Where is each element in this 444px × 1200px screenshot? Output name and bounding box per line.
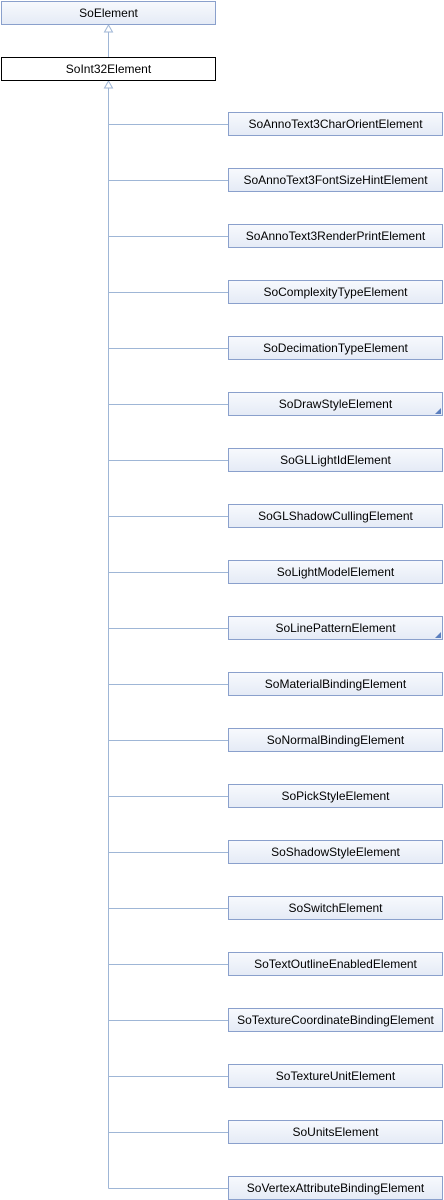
node-label: SoTextureUnitElement: [275, 1069, 396, 1083]
node-label: SoAnnoText3FontSizeHintElement: [243, 173, 428, 187]
node-derived-class[interactable]: SoLinePatternElement: [228, 616, 443, 640]
node-label: SoUnitsElement: [292, 1125, 379, 1139]
node-label: SoAnnoText3RenderPrintElement: [245, 229, 426, 243]
node-label: SoShadowStyleElement: [271, 845, 400, 859]
node-label: SoGLLightIdElement: [280, 453, 391, 467]
node-label: SoInt32Element: [65, 62, 152, 76]
node-derived-class[interactable]: SoSwitchElement: [228, 896, 443, 920]
node-label: SoGLShadowCullingElement: [258, 509, 413, 523]
node-label: SoLinePatternElement: [275, 621, 396, 635]
node-derived-class[interactable]: SoVertexAttributeBindingElement: [228, 1176, 443, 1200]
node-derived-class[interactable]: SoDecimationTypeElement: [228, 336, 443, 360]
node-derived-class[interactable]: SoGLLightIdElement: [228, 448, 443, 472]
node-derived-class[interactable]: SoAnnoText3RenderPrintElement: [228, 224, 443, 248]
node-label: SoPickStyleElement: [281, 789, 390, 803]
node-label: SoComplexityTypeElement: [263, 285, 408, 299]
node-label: SoTextOutlineEnabledElement: [254, 957, 417, 971]
node-label: SoTextureCoordinateBindingElement: [237, 1013, 434, 1027]
node-derived-class[interactable]: SoTextOutlineEnabledElement: [228, 952, 443, 976]
inheritance-arrow: [103, 79, 114, 89]
node-derived-class[interactable]: SoGLShadowCullingElement: [228, 504, 443, 528]
node-label: SoElement: [79, 6, 138, 20]
node-derived-class[interactable]: SoTextureCoordinateBindingElement: [228, 1008, 443, 1032]
node-label: SoLightModelElement: [276, 565, 395, 579]
node-label: SoSwitchElement: [288, 901, 383, 915]
node-derived-class[interactable]: SoAnnoText3FontSizeHintElement: [228, 168, 443, 192]
node-derived-class[interactable]: SoPickStyleElement: [228, 784, 443, 808]
collapsed-subtree-marker: [435, 632, 441, 638]
node-label: SoMaterialBindingElement: [264, 677, 407, 691]
node-derived-class[interactable]: SoComplexityTypeElement: [228, 280, 443, 304]
node-derived-class[interactable]: SoNormalBindingElement: [228, 728, 443, 752]
node-derived-class[interactable]: SoDrawStyleElement: [228, 392, 443, 416]
node-derived-class[interactable]: SoLightModelElement: [228, 560, 443, 584]
node-label: SoAnnoText3CharOrientElement: [248, 117, 423, 131]
node-derived-class[interactable]: SoAnnoText3CharOrientElement: [228, 112, 443, 136]
node-label: SoDecimationTypeElement: [263, 341, 408, 355]
collapsed-subtree-marker: [435, 408, 441, 414]
node-label: SoVertexAttributeBindingElement: [246, 1181, 425, 1195]
node-derived-class[interactable]: SoUnitsElement: [228, 1120, 443, 1144]
node-derived-class[interactable]: SoTextureUnitElement: [228, 1064, 443, 1088]
node-derived-class[interactable]: SoMaterialBindingElement: [228, 672, 443, 696]
node-so-element[interactable]: SoElement: [1, 1, 216, 25]
node-label: SoDrawStyleElement: [278, 397, 393, 411]
node-label: SoNormalBindingElement: [266, 733, 405, 747]
inheritance-arrow: [103, 23, 114, 33]
node-derived-class[interactable]: SoShadowStyleElement: [228, 840, 443, 864]
node-so-int32-element: SoInt32Element: [1, 57, 216, 81]
